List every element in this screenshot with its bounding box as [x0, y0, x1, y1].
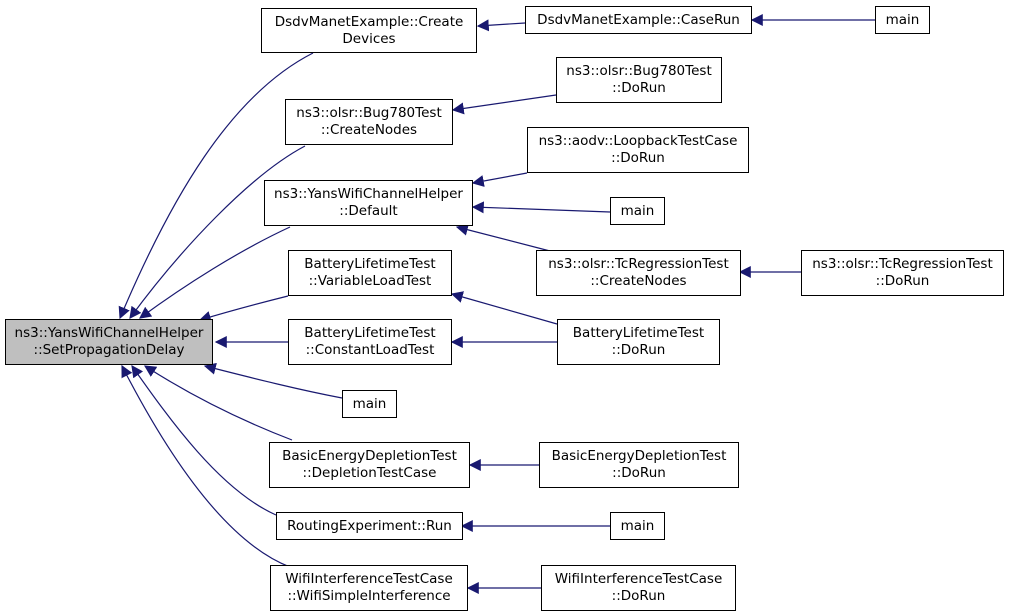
node-label-line: ::SetPropagationDelay	[33, 342, 185, 358]
node-label-line: ::ConstantLoadTest	[305, 342, 435, 358]
node-label-line: ns3::YansWifiChannelHelper	[274, 186, 463, 202]
node-label-line: BasicEnergyDepletionTest	[282, 448, 457, 464]
node-dsdv-create-devices[interactable]: DsdvManetExample::Create Devices	[261, 8, 477, 53]
edge-olsr-bug-create-to-root	[129, 145, 306, 319]
node-olsr-tc-dorun[interactable]: ns3::olsr::TcRegressionTest ::DoRun	[801, 250, 1004, 296]
node-label-line: ::DoRun	[611, 342, 666, 358]
node-aodv-loopback-dorun[interactable]: ns3::aodv::LoopbackTestCase ::DoRun	[527, 127, 749, 173]
node-main-root[interactable]: main	[342, 390, 397, 418]
node-label-line: BatteryLifetimeTest	[304, 325, 436, 341]
node-label-line: main	[620, 517, 655, 534]
node-dsdv-caserun[interactable]: DsdvManetExample::CaseRun	[525, 6, 752, 34]
node-label-line: ::CreateNodes	[590, 273, 687, 289]
node-label-line: ::DepletionTestCase	[302, 465, 437, 481]
node-main-dsdv[interactable]: main	[875, 6, 930, 34]
node-main-routing[interactable]: main	[610, 512, 665, 540]
node-label-line: ::CreateNodes	[320, 122, 418, 138]
node-label-line: ::DoRun	[611, 588, 666, 604]
node-label-line: BasicEnergyDepletionTest	[551, 448, 727, 464]
node-label-line: ns3::olsr::TcRegressionTest	[548, 256, 729, 272]
node-label-line: ::DoRun	[611, 150, 665, 166]
edge-aodv-loopback-to-yans-default	[471, 172, 528, 187]
node-label-line: ns3::olsr::Bug780Test	[566, 63, 712, 79]
node-routing-experiment-run[interactable]: RoutingExperiment::Run	[276, 512, 463, 540]
edge-battery-variable-to-root	[198, 295, 289, 323]
edge-dsdv-create-to-root	[118, 52, 314, 320]
node-label-line: WifiInterferenceTestCase	[554, 571, 723, 587]
edge-battery-dorun-to-battery-variable	[450, 291, 558, 325]
node-label-line: ::DoRun	[612, 465, 666, 481]
node-label-line: BatteryLifetimeTest	[572, 325, 705, 341]
node-label-line: ::VariableLoadTest	[308, 273, 432, 289]
node-yans-set-propagation-delay: ns3::YansWifiChannelHelper ::SetPropagat…	[5, 319, 213, 365]
node-label-line: main	[620, 202, 655, 219]
node-main-default[interactable]: main	[610, 197, 665, 225]
node-battery-constantloadtest[interactable]: BatteryLifetimeTest ::ConstantLoadTest	[288, 319, 452, 365]
node-label-line: RoutingExperiment::Run	[287, 517, 452, 534]
node-energy-depletiontestcase[interactable]: BasicEnergyDepletionTest ::DepletionTest…	[269, 442, 470, 488]
edge-dsdv-caserun-to-dsdv-create	[476, 19, 526, 32]
node-label-line: ns3::aodv::LoopbackTestCase	[538, 133, 738, 149]
edge-olsr-bug-dorun-to-olsr-bug-create	[451, 94, 557, 115]
edge-wifi-simple-to-root	[121, 364, 291, 568]
node-label-line: main	[352, 395, 387, 412]
node-wifi-dorun[interactable]: WifiInterferenceTestCase ::DoRun	[541, 565, 736, 611]
node-wifi-simpleinterference[interactable]: WifiInterferenceTestCase ::WifiSimpleInt…	[270, 565, 468, 611]
node-label-line: ::DoRun	[875, 273, 930, 289]
node-label-line: ::Default	[339, 203, 398, 219]
node-label-line: Devices	[342, 30, 396, 47]
edge-yans-default-to-root	[139, 226, 291, 319]
node-olsr-bug780-dorun[interactable]: ns3::olsr::Bug780Test ::DoRun	[556, 57, 722, 103]
edge-main-default-to-yans-default	[471, 201, 611, 214]
node-energy-dorun[interactable]: BasicEnergyDepletionTest ::DoRun	[539, 442, 739, 488]
node-battery-variableloadtest[interactable]: BatteryLifetimeTest ::VariableLoadTest	[288, 250, 452, 296]
node-label-line: main	[885, 11, 920, 28]
node-label-line: ns3::olsr::Bug780Test	[296, 105, 442, 121]
node-olsr-tc-createnodes[interactable]: ns3::olsr::TcRegressionTest ::CreateNode…	[536, 250, 741, 296]
node-label-line: ::DoRun	[612, 80, 666, 96]
node-label-line: ::WifiSimpleInterference	[287, 588, 451, 604]
node-olsr-bug780-createnodes[interactable]: ns3::olsr::Bug780Test ::CreateNodes	[285, 99, 453, 145]
node-label-line: DsdvManetExample::CaseRun	[537, 11, 740, 28]
node-label-line: ns3::YansWifiChannelHelper	[14, 325, 204, 341]
node-label-line: ns3::olsr::TcRegressionTest	[812, 256, 993, 272]
node-yans-default[interactable]: ns3::YansWifiChannelHelper ::Default	[264, 180, 473, 226]
node-battery-dorun[interactable]: BatteryLifetimeTest ::DoRun	[557, 319, 720, 365]
edge-olsr-tc-create-to-yans-default	[455, 223, 551, 252]
edge-energy-case-to-root	[143, 365, 293, 441]
node-label-line: DsdvManetExample::Create	[274, 13, 464, 30]
node-label-line: WifiInterferenceTestCase	[285, 571, 453, 587]
node-label-line: BatteryLifetimeTest	[304, 256, 436, 272]
edge-routing-run-to-root	[131, 365, 277, 516]
edge-main-root-to-root	[203, 362, 343, 399]
